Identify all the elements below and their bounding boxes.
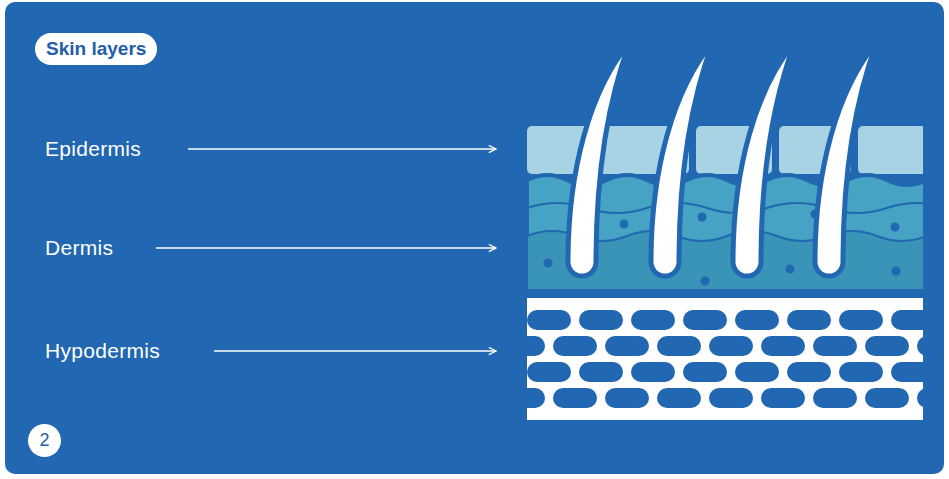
epidermis-tile: [858, 126, 923, 174]
dermis-dot: [891, 223, 900, 232]
hair-strand: [733, 42, 795, 276]
dermis-dot: [786, 265, 795, 274]
hypodermis-layer: [527, 298, 923, 420]
title-pill: Skin layers: [35, 33, 157, 65]
dermis-dot: [892, 267, 901, 276]
leader-line: [188, 148, 496, 149]
dermis-dot: [620, 220, 629, 229]
dermis-dot: [544, 259, 553, 268]
background-panel: [5, 2, 944, 474]
hair-strand: [815, 42, 877, 276]
layer-label: Dermis: [45, 236, 113, 260]
fat-cells: [527, 310, 923, 408]
hypodermis-band: [527, 298, 923, 420]
layer-gap: [527, 289, 923, 291]
callout-circle: 2: [28, 424, 61, 457]
dermis-dot: [701, 277, 710, 286]
hair-group: [568, 42, 877, 276]
callout-number: 2: [39, 430, 49, 451]
layer-label: Epidermis: [45, 137, 141, 161]
hair-strand: [568, 42, 630, 276]
dermis-dot: [698, 213, 707, 222]
leader-line: [156, 247, 496, 248]
leader-line: [214, 350, 496, 351]
hair-strand: [651, 42, 713, 276]
layer-label: Hypodermis: [45, 339, 160, 363]
